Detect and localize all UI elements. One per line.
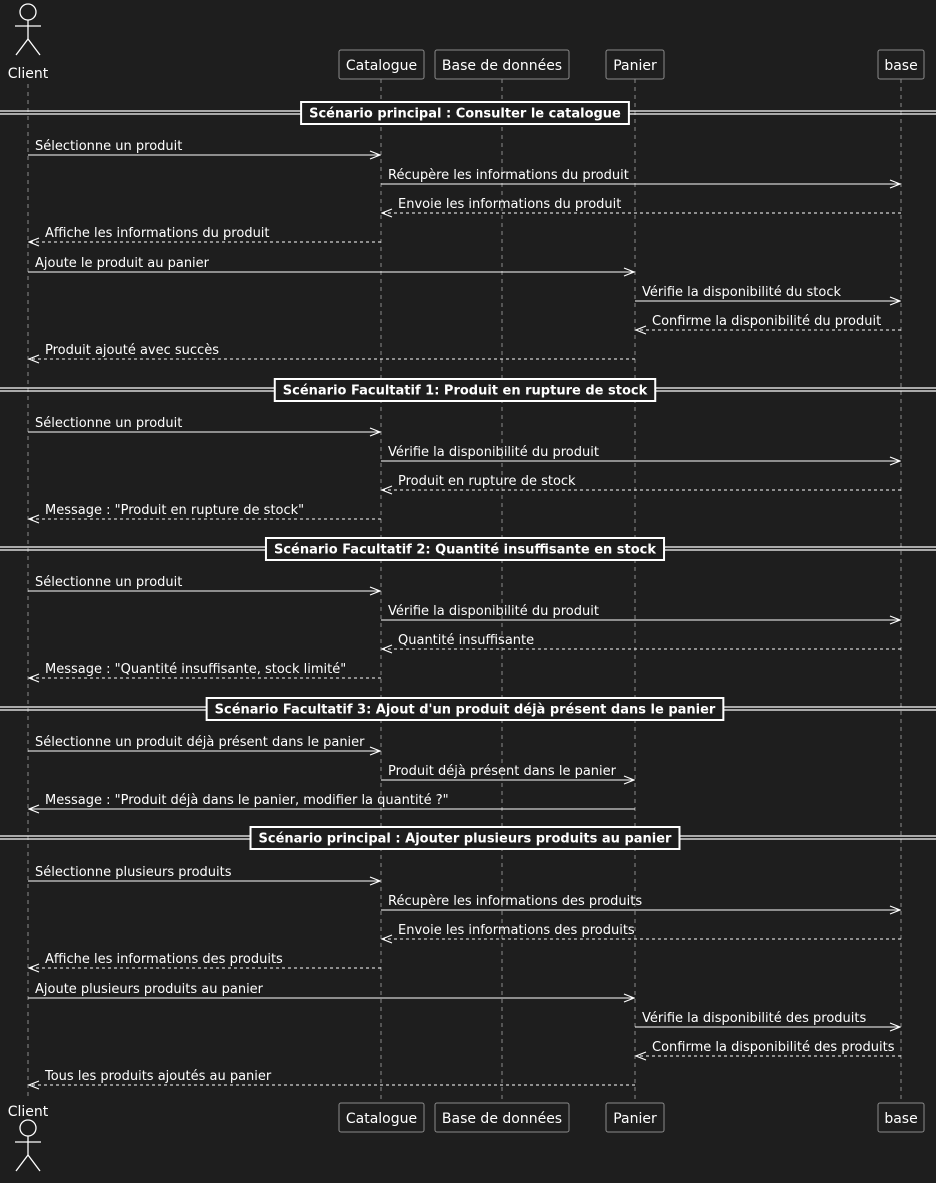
section-separator: Scénario Facultatif 3: Ajout d'un produi… <box>0 697 936 721</box>
message-label: Récupère les informations du produit <box>388 168 629 183</box>
actor-client-bottom: Client <box>8 1104 49 1172</box>
message-label: Affiche les informations des produits <box>45 952 283 967</box>
message-label: Confirme la disponibilité des produits <box>652 1040 895 1055</box>
message-label: Tous les produits ajoutés au panier <box>44 1069 272 1084</box>
message-label: Vérifie la disponibilité du produit <box>388 604 599 619</box>
message-label: Sélectionne un produit <box>35 139 182 154</box>
message: Vérifie la disponibilité du produit <box>381 604 900 620</box>
message-label: Confirme la disponibilité du produit <box>652 314 881 329</box>
message-label: Produit en rupture de stock <box>398 474 576 489</box>
message: Tous les produits ajoutés au panier <box>29 1069 635 1085</box>
participant-label: Client <box>8 66 49 82</box>
message: Message : "Quantité insuffisante, stock … <box>29 662 381 678</box>
section-title: Scénario Facultatif 1: Produit en ruptur… <box>283 384 648 399</box>
participant-box-base: base <box>877 1102 925 1133</box>
participant-label: base <box>884 58 917 74</box>
message-label: Vérifie la disponibilité du produit <box>388 445 599 460</box>
participant-label: Client <box>8 1104 49 1120</box>
message: Sélectionne un produit <box>28 139 380 155</box>
message: Vérifie la disponibilité du stock <box>635 285 900 301</box>
message: Sélectionne un produit déjà présent dans… <box>28 735 380 751</box>
message: Ajoute plusieurs produits au panier <box>28 982 634 998</box>
message: Vérifie la disponibilité des produits <box>635 1011 900 1027</box>
participant-label: base <box>884 1111 917 1127</box>
message-label: Sélectionne un produit <box>35 575 182 590</box>
participant-label: Panier <box>613 1111 657 1127</box>
message-label: Quantité insuffisante <box>398 633 534 648</box>
message: Récupère les informations des produits <box>381 894 900 910</box>
participant-label: Panier <box>613 58 657 74</box>
participant-box-base: base <box>877 49 925 80</box>
message-label: Message : "Produit déjà dans le panier, … <box>45 793 449 808</box>
message-label: Ajoute plusieurs produits au panier <box>35 982 264 997</box>
message-label: Sélectionne un produit déjà présent dans… <box>35 735 365 750</box>
message: Vérifie la disponibilité du produit <box>381 445 900 461</box>
section-title: Scénario principal : Ajouter plusieurs p… <box>259 832 673 847</box>
section-title: Scénario principal : Consulter le catalo… <box>309 107 621 122</box>
message: Confirme la disponibilité du produit <box>636 314 901 330</box>
message-label: Sélectionne un produit <box>35 416 182 431</box>
section-separator: Scénario Facultatif 1: Produit en ruptur… <box>0 378 936 402</box>
message-label: Envoie les informations du produit <box>398 197 621 212</box>
message: Récupère les informations du produit <box>381 168 900 184</box>
message-label: Ajoute le produit au panier <box>35 256 210 271</box>
section-separator: Scénario principal : Consulter le catalo… <box>0 101 936 125</box>
message: Quantité insuffisante <box>382 633 901 649</box>
message: Sélectionne plusieurs produits <box>28 865 380 881</box>
participant-box-bdd: Base de données <box>434 49 570 80</box>
message: Envoie les informations des produits <box>382 923 901 939</box>
message: Envoie les informations du produit <box>382 197 901 213</box>
participant-label: Catalogue <box>346 1111 417 1127</box>
participant-box-panier: Panier <box>605 49 665 80</box>
message: Affiche les informations des produits <box>29 952 381 968</box>
message-label: Affiche les informations du produit <box>45 226 270 241</box>
section-separator: Scénario principal : Ajouter plusieurs p… <box>0 826 936 850</box>
message: Produit déjà présent dans le panier <box>381 764 634 780</box>
message-label: Envoie les informations des produits <box>398 923 635 938</box>
message-label: Récupère les informations des produits <box>388 894 642 909</box>
actor-client-top: Client <box>8 3 49 82</box>
participant-label: Base de données <box>442 58 562 74</box>
message-label: Produit déjà présent dans le panier <box>388 764 617 779</box>
participant-box-catalogue: Catalogue <box>338 1102 425 1133</box>
message: Message : "Produit en rupture de stock" <box>29 503 381 519</box>
message-label: Message : "Quantité insuffisante, stock … <box>45 662 346 677</box>
participant-box-bdd: Base de données <box>434 1102 570 1133</box>
message: Message : "Produit déjà dans le panier, … <box>29 793 635 809</box>
message: Confirme la disponibilité des produits <box>636 1040 901 1056</box>
message-label: Vérifie la disponibilité du stock <box>642 285 841 300</box>
message-label: Vérifie la disponibilité des produits <box>642 1011 866 1026</box>
actor-head-icon <box>19 1119 37 1137</box>
section-title: Scénario Facultatif 3: Ajout d'un produi… <box>215 703 716 718</box>
participant-label: Catalogue <box>346 58 417 74</box>
message: Sélectionne un produit <box>28 416 380 432</box>
section-separator: Scénario Facultatif 2: Quantité insuffis… <box>0 537 936 561</box>
message: Produit en rupture de stock <box>382 474 901 490</box>
message-label: Message : "Produit en rupture de stock" <box>45 503 304 518</box>
message: Produit ajouté avec succès <box>29 343 635 359</box>
actor-head-icon <box>19 3 37 21</box>
participant-box-panier: Panier <box>605 1102 665 1133</box>
message: Sélectionne un produit <box>28 575 380 591</box>
message-label: Produit ajouté avec succès <box>45 343 219 358</box>
message: Ajoute le produit au panier <box>28 256 634 272</box>
message-label: Sélectionne plusieurs produits <box>35 865 232 880</box>
section-title: Scénario Facultatif 2: Quantité insuffis… <box>274 543 656 558</box>
message: Affiche les informations du produit <box>29 226 381 242</box>
participant-label: Base de données <box>442 1111 562 1127</box>
participant-box-catalogue: Catalogue <box>338 49 425 80</box>
